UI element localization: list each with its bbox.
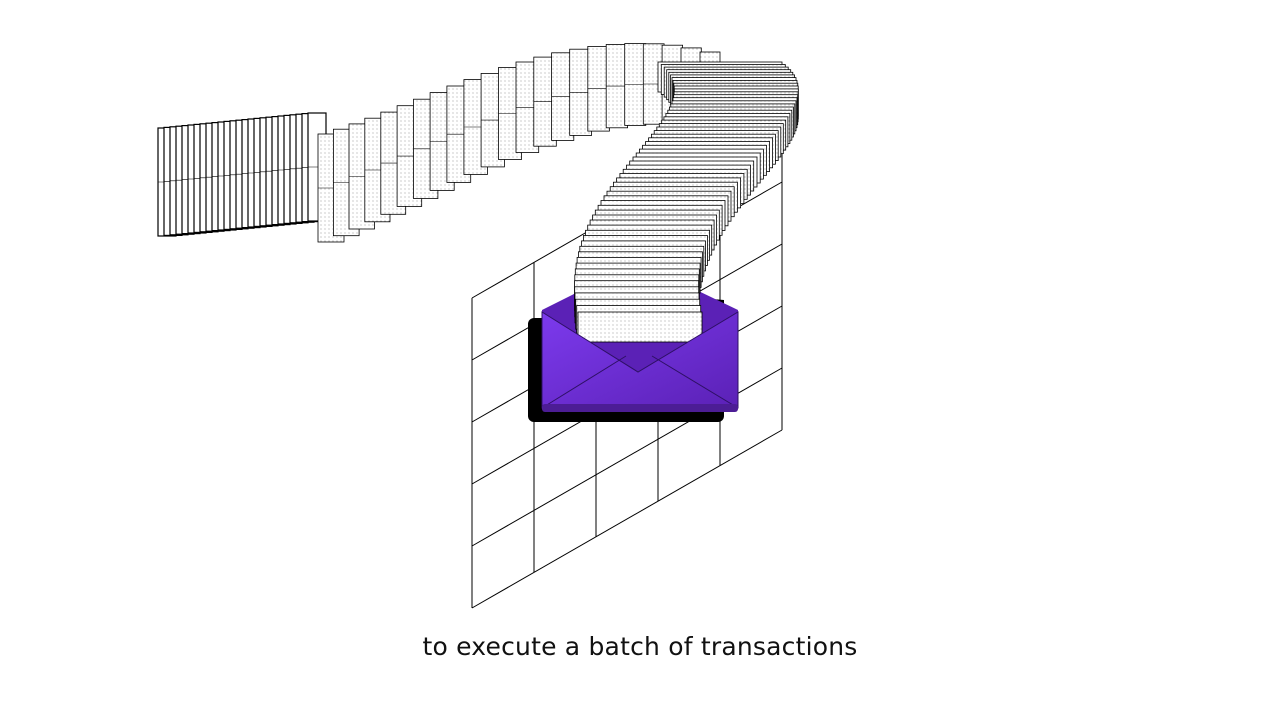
transaction-card: [577, 311, 703, 343]
subtitle-caption: to execute a batch of transactions: [422, 632, 858, 661]
batch-transactions-illustration: [157, 43, 799, 609]
card-stack-icon: [157, 43, 799, 343]
grid-line: [471, 429, 783, 609]
envelope-front: [541, 311, 739, 412]
